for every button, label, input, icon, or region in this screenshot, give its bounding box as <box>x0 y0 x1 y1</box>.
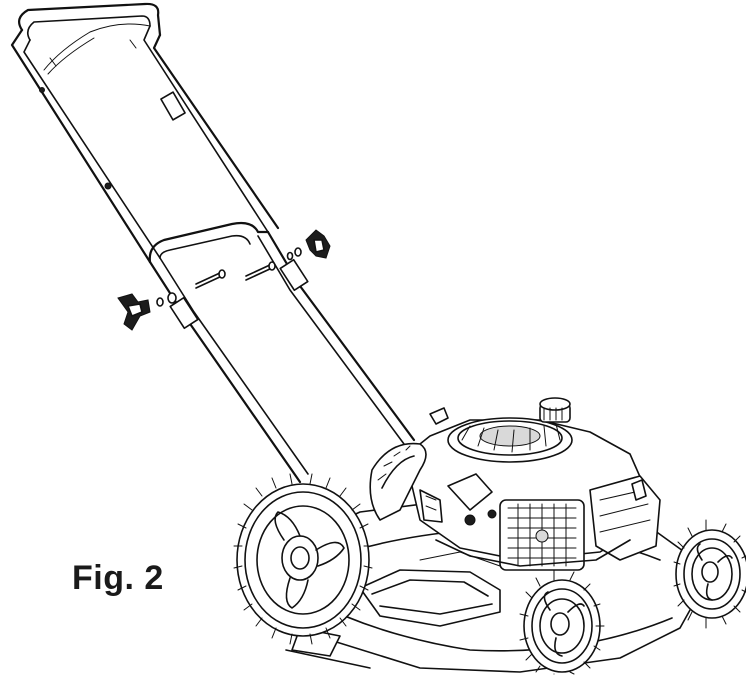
wheel-rear-left <box>233 473 373 645</box>
wheel-rear-right <box>369 442 427 521</box>
handle-knob-left <box>117 293 151 331</box>
lower-handle <box>148 221 416 484</box>
figure-label: Fig. 2 <box>72 559 164 597</box>
engine <box>409 397 661 571</box>
wheel-front-left <box>519 569 605 675</box>
wheel-front-right <box>673 519 746 629</box>
upper-handle <box>10 2 280 264</box>
carriage-bolts <box>156 247 302 307</box>
handle-knob-right <box>305 229 331 259</box>
